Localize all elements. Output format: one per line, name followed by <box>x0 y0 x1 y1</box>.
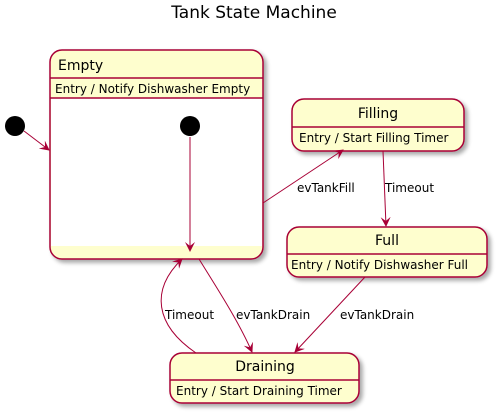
edge-empty-to-draining <box>198 258 253 353</box>
diagram-title: Tank State Machine <box>170 3 337 23</box>
label-full-to-draining: evTankDrain <box>340 308 414 322</box>
state-draining <box>169 352 360 404</box>
state-empty-name: Empty <box>58 58 103 74</box>
label-empty-to-draining: evTankDrain <box>236 308 310 322</box>
label-draining-to-empty: Timeout <box>164 308 214 322</box>
state-full-name: Full <box>375 233 399 249</box>
state-draining-name: Draining <box>235 359 295 375</box>
label-empty-to-filling: evTankFill <box>297 181 355 195</box>
edge-filling-to-full <box>380 150 391 227</box>
edge-draining-to-empty <box>160 258 197 354</box>
state-full-action: Entry / Notify Dishwasher Full <box>291 258 468 272</box>
edge-full-to-draining <box>294 276 366 353</box>
inner-initial-state-icon <box>180 116 200 136</box>
state-filling <box>291 98 465 152</box>
label-filling-to-full: Timeout <box>384 181 434 195</box>
state-full <box>286 226 488 278</box>
state-empty-action: Entry / Notify Dishwasher Empty <box>55 82 250 96</box>
state-filling-name: Filling <box>358 106 398 122</box>
state-filling-action: Entry / Start Filling Timer <box>299 131 448 145</box>
edge-initial-to-empty <box>23 130 50 151</box>
edge-empty-to-filling <box>262 149 344 204</box>
initial-state-icon <box>5 116 25 136</box>
state-draining-action: Entry / Start Draining Timer <box>176 384 342 398</box>
